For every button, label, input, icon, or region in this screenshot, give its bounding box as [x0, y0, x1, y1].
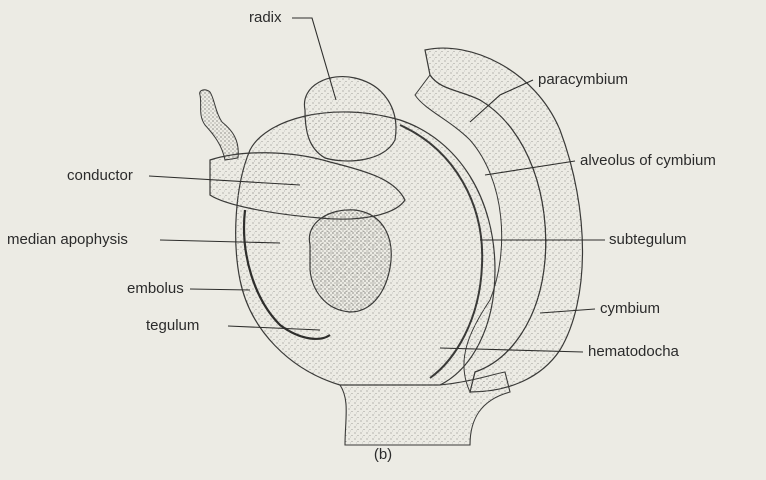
- label-tegulum: tegulum: [146, 317, 199, 335]
- radix-shape: [304, 77, 395, 161]
- label-cymbium: cymbium: [600, 300, 660, 318]
- conductor-tip-shape: [200, 90, 239, 160]
- label-embolus: embolus: [127, 280, 184, 298]
- label-alveolus-of-cymbium: alveolus of cymbium: [580, 152, 716, 170]
- label-median-apophysis: median apophysis: [7, 231, 128, 249]
- label-subtegulum: subtegulum: [609, 231, 687, 249]
- label-hematodocha: hematodocha: [588, 343, 679, 361]
- figure-caption: (b): [0, 446, 766, 463]
- median-apophysis-shape: [309, 210, 391, 312]
- label-radix: radix: [249, 9, 282, 27]
- label-paracymbium: paracymbium: [538, 71, 628, 89]
- embolus-leader: [190, 289, 250, 290]
- label-conductor: conductor: [67, 167, 133, 185]
